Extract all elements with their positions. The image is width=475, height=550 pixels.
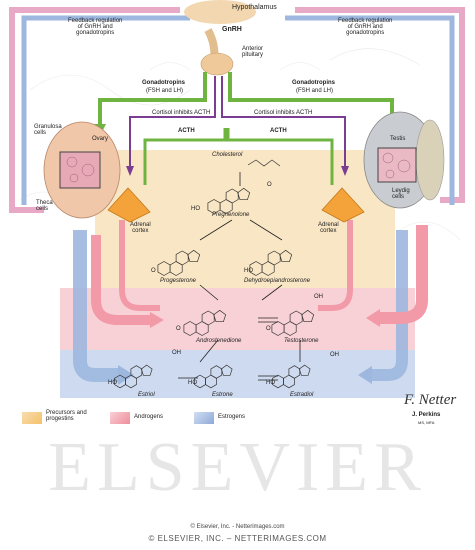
estriol-oh: OH	[172, 350, 181, 356]
androstenedione-structure	[183, 309, 227, 336]
granulosa-label: Granulosa cells	[34, 124, 62, 136]
cholesterol-label: Cholesterol	[212, 152, 243, 158]
anterior-pituitary-shape	[200, 52, 234, 76]
epididymis-shape	[415, 119, 445, 201]
cortisol-arrow-left	[129, 76, 216, 170]
gonadotropins-right-label: Gonadotropins	[292, 80, 335, 86]
ovary-inset	[59, 151, 101, 189]
ovary-androgen-arrow	[91, 235, 150, 325]
acth-arrow-green-right	[226, 128, 334, 185]
anterior-pituitary-label: Anterior pituitary	[242, 46, 264, 58]
androstenedione-label: Androstenedione	[196, 338, 242, 344]
artist-name: J. Perkins	[412, 412, 441, 418]
androstenedione-o: O	[176, 326, 181, 332]
progesterone-o: O	[151, 268, 156, 274]
leydig-label: Leydig cells	[392, 188, 410, 200]
legend-swatch-precursors	[22, 412, 42, 424]
progesterone-structure	[157, 249, 201, 276]
adrenal-left-shape	[107, 187, 151, 223]
legend-label-precursors: Precursors and progestins	[46, 410, 87, 422]
testis-estrogen-arrow	[372, 230, 408, 381]
testis-label: Testis	[390, 136, 406, 142]
adrenal-right-androgen-arrow	[318, 220, 353, 311]
feedback-loop-left-blue	[21, 15, 190, 205]
estradiol-label: Estradiol	[290, 392, 314, 398]
acth-arrow-green-left	[143, 128, 227, 185]
estradiol-oh: OH	[330, 352, 339, 358]
cortisol-arrow-right	[221, 76, 346, 170]
hypothalamus-label: Hypothalamus	[232, 4, 277, 11]
adrenal-left-androgen-arrow	[119, 220, 160, 311]
gonadotropins-left-sub: (FSH and LH)	[146, 88, 184, 94]
gonadotropin-arrow-right	[228, 72, 394, 118]
hypothalamus-shape	[184, 0, 256, 24]
copyright-large: © ELSEVIER, INC. – NETTERIMAGES.COM	[148, 534, 327, 543]
gonadotropins-left-label: Gonadotropins	[142, 80, 185, 86]
pregnenolone-ho: HO	[191, 206, 200, 212]
gonadotropins-right-sub: (FSH and LH)	[296, 88, 334, 94]
gonadotropin-arrow-left	[98, 72, 207, 125]
progesterone-label: Progesterone	[160, 278, 197, 284]
ovary-estrogen-arrow	[73, 230, 118, 382]
dhea-ho: HO	[244, 268, 253, 274]
pregnenolone-o: O	[267, 182, 272, 188]
artist-credentials: MS, MFA	[418, 420, 435, 425]
acth-right-label: ACTH	[270, 128, 287, 134]
legend-swatch-androgens	[110, 412, 130, 424]
cortisol-right-label: Cortisol inhibits ACTH	[254, 110, 313, 116]
estrone-ho: HO	[188, 380, 197, 386]
legend-swatch-estrogens	[194, 412, 214, 424]
feedback-left-label: Feedback regulation of GnRH and gonadotr…	[68, 18, 123, 36]
dhea-structure	[249, 249, 293, 276]
pathway-arrows	[178, 172, 301, 381]
feedback-loop-left-pink	[9, 7, 180, 213]
legend-label-estrogens: Estrogens	[218, 414, 246, 420]
publisher-watermark: ELSEVIER	[48, 429, 427, 506]
cortisol-left-label: Cortisol inhibits ACTH	[152, 110, 211, 116]
dhea-label: Dehydroepiandrosterone	[244, 278, 311, 284]
estradiol-ho: HO	[266, 380, 275, 386]
ovary-label: Ovary	[92, 136, 109, 142]
adrenal-right-label: Adrenal cortex	[318, 222, 339, 234]
adrenal-left-label: Adrenal cortex	[130, 222, 151, 234]
estrone-label: Estrone	[212, 392, 233, 398]
acth-left-label: ACTH	[178, 128, 195, 134]
artist-signature: F. Netter	[404, 392, 457, 408]
theca-label: Theca cells	[36, 200, 53, 212]
feedback-loop-right-blue	[285, 15, 455, 205]
cholesterol-side-chain	[247, 159, 281, 167]
testosterone-o: O	[266, 326, 271, 332]
estriol-label: Estriol	[138, 392, 155, 398]
testosterone-label: Testosterone	[284, 338, 319, 344]
testis-androgen-arrow	[380, 225, 428, 324]
legend-label-androgens: Androgens	[134, 414, 164, 420]
estriol-structure	[114, 364, 153, 389]
pregnenolone-structure	[207, 187, 251, 214]
pregnenolone-label: Pregnenolone	[212, 212, 250, 218]
gnrh-label: GnRH	[222, 26, 242, 33]
estriol-ho: HO	[108, 380, 117, 386]
testosterone-structure	[271, 309, 315, 336]
feedback-right-label: Feedback regulation of GnRH and gonadotr…	[338, 18, 393, 36]
testis-inset	[377, 147, 417, 183]
testosterone-oh: OH	[314, 294, 323, 300]
adrenal-right-shape	[321, 187, 365, 223]
copyright-small: © Elsevier, Inc. - Netterimages.com	[190, 524, 285, 530]
estradiol-structure	[272, 364, 311, 389]
